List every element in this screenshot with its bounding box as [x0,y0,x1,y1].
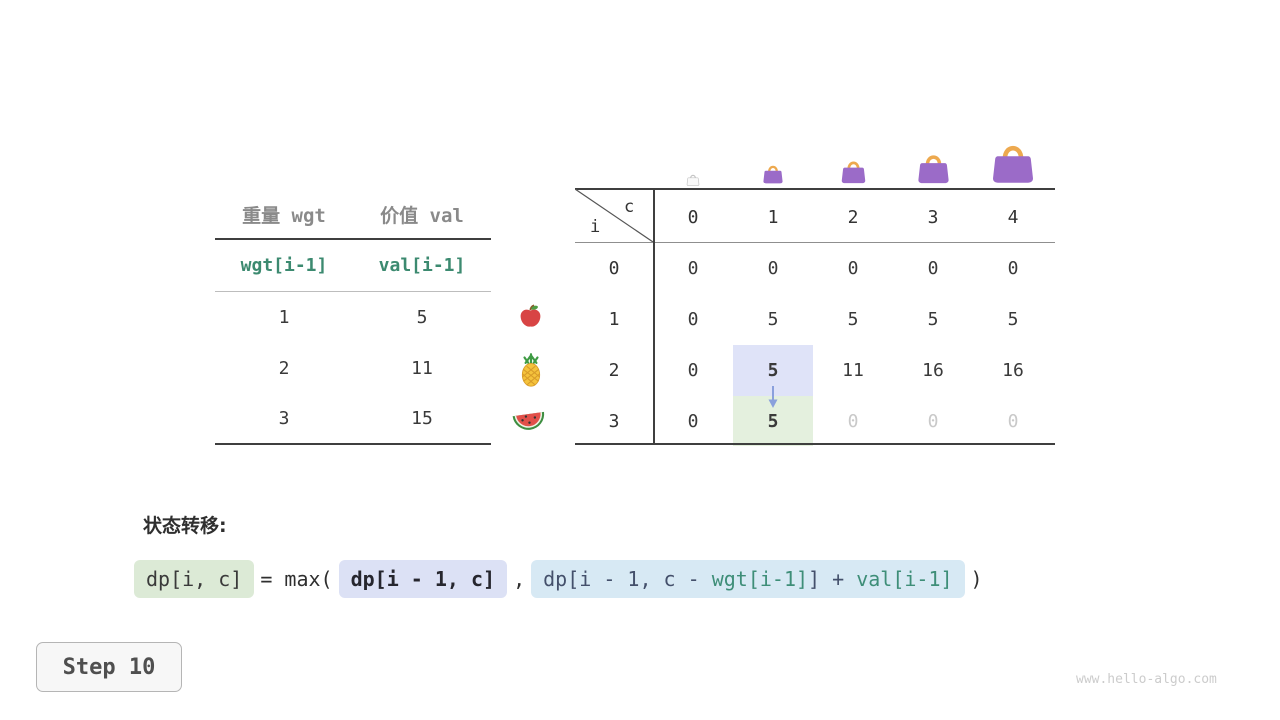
value-subheader: val[i-1] [378,255,466,276]
transition-arrow-icon [768,386,778,408]
dp-cell-2-4: 16 [1002,360,1024,381]
value-column-header: 价值 val [380,204,464,227]
item-table-subheader: wgt[i-1] val[i-1] [215,240,491,292]
bag-capacity-1-icon [762,163,784,188]
item-table-header: 重量 wgt 价值 val [215,190,491,240]
dp-cell-2-3: 16 [922,360,944,381]
watermark: www.hello-algo.com [1076,672,1217,687]
formula-term2-val: val[i-1] [856,567,953,591]
dp-cell-3-2: 0 [847,411,859,432]
formula-closing-paren: ) [970,567,983,591]
dp-cell-3-3: 0 [927,411,939,432]
bag-capacity-3-icon [916,151,951,188]
bag-capacity-4-icon [990,140,1036,188]
dp-col-header-2: 2 [847,206,859,228]
dp-cell-1-3: 5 [927,309,939,330]
state-transition-formula: dp[i, c] = max( dp[i - 1, c] , dp[i - 1,… [134,560,989,598]
item-3-value: 15 [411,408,433,429]
dp-cell-2-2: 11 [842,360,864,381]
corner-diagonal-line [575,189,653,242]
dp-cell-0-0: 0 [687,258,699,279]
item-row-2: 2 11 [215,343,491,394]
dp-cell-1-4: 5 [1007,309,1019,330]
step-badge: Step 10 [36,642,182,692]
weight-subheader: wgt[i-1] [240,255,328,276]
dp-cell-1-2: 5 [847,309,859,330]
bag-capacity-2-icon [840,158,867,188]
dp-header-underline [575,242,1055,243]
pineapple-icon [518,353,544,392]
formula-term2-prefix: dp[i - 1, c - [543,567,712,591]
dp-row-header-1: 1 [608,309,620,330]
dp-row-header-0: 0 [608,258,620,279]
dp-cell-2-1: 5 [767,360,779,381]
dp-bottom-border [575,443,1055,445]
dp-col-header-3: 3 [927,206,939,228]
formula-operator: = max( [260,567,333,591]
dp-cell-0-4: 0 [1007,258,1019,279]
dp-col-header-1: 1 [767,206,779,228]
dp-cell-0-2: 0 [847,258,859,279]
corner-label-c: c [624,197,635,217]
item-1-value: 5 [416,307,428,328]
dp-top-border [575,188,1055,190]
item-1-weight: 1 [278,307,290,328]
formula-separator: , [513,567,526,591]
state-transition-label: 状态转移: [143,515,227,537]
weight-column-header: 重量 wgt [242,204,326,227]
apple-icon [517,303,544,334]
dp-cell-0-3: 0 [927,258,939,279]
dp-col-header-4: 4 [1007,206,1019,228]
item-row-3: 3 15 [215,394,491,445]
dp-cell-3-1: 5 [767,411,779,432]
item-2-weight: 2 [278,358,290,379]
dp-cell-2-0: 0 [687,360,699,381]
watermelon-icon [510,407,548,439]
formula-term2-chip: dp[i - 1, c - wgt[i-1]] + val[i-1] [531,560,965,598]
formula-lhs-chip: dp[i, c] [134,560,255,598]
dp-cell-1-0: 0 [687,309,699,330]
bag-capacity-0-icon [686,171,700,190]
formula-term2-mid: ] + [808,567,857,591]
dp-cell-0-1: 0 [767,258,779,279]
item-3-weight: 3 [278,408,290,429]
formula-term1-chip: dp[i - 1, c] [338,560,508,598]
item-table: 重量 wgt 价值 val wgt[i-1] val[i-1] 1 5 2 11… [215,190,491,445]
dp-col-header-0: 0 [687,206,699,228]
item-row-1: 1 5 [215,292,491,343]
item-2-value: 11 [411,358,433,379]
formula-term2-wgt: wgt[i-1] [711,567,809,591]
dp-row-header-3: 3 [608,411,620,432]
dp-cell-3-4: 0 [1007,411,1019,432]
dp-row-header-2: 2 [608,360,620,381]
dp-cell-3-0: 0 [687,411,699,432]
dp-rowheader-divider [653,188,655,445]
dp-cell-1-1: 5 [767,309,779,330]
corner-label-i: i [590,217,601,237]
